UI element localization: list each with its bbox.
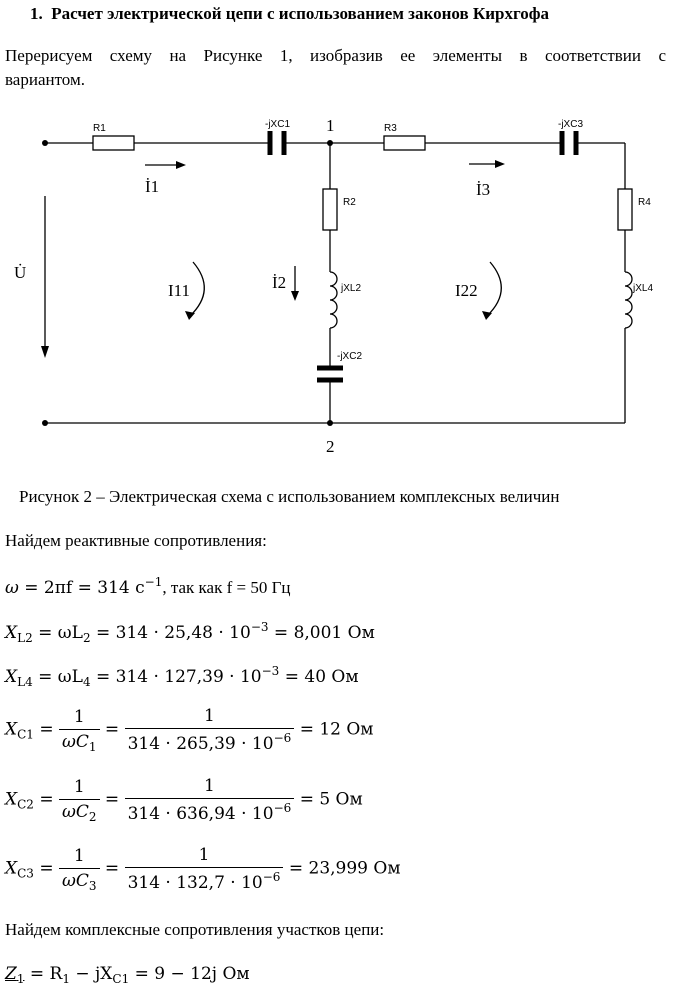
label-node-2: 2: [326, 437, 335, 456]
complex-heading: Найдем комплексные сопротивления участко…: [5, 920, 385, 939]
intro-line-2: вариантом.: [5, 70, 85, 89]
label-xc3: -jXC3: [558, 119, 583, 130]
label-i1: İ1: [145, 177, 159, 196]
circuit-diagram: R1 -jXC1 1 R3 -jXC3 R2 R4 jXL2 jXL4 -jXC…: [14, 116, 653, 456]
resistor-r3: [383, 135, 426, 151]
label-loop-i22: I22: [455, 281, 478, 300]
intro-line-1: Перерисуем схему на Рисунке 1, изобразив…: [5, 46, 666, 65]
loop-arrow-i11: [189, 261, 205, 317]
loop-arrow-i22: [486, 261, 502, 317]
resistor-r2: [322, 188, 338, 231]
section-number: 1.: [30, 4, 43, 23]
label-r3: R3: [384, 123, 397, 134]
node-2-dot: [327, 420, 333, 426]
label-xl2: jXL2: [340, 283, 361, 294]
z1-equation: Z1 = R1 − jXC1 = 9 − 12j Ом: [5, 964, 250, 986]
resistor-r4: [617, 188, 633, 231]
label-xl4: jXL4: [632, 283, 653, 294]
resistor-r1: [92, 135, 135, 151]
terminal-bottom: [42, 420, 48, 426]
label-xc1: -jXC1: [265, 119, 290, 130]
label-xc2: -jXC2: [337, 351, 362, 362]
xl2-equation: XL2 = ωL2 = 314 · 25,48 · 10−3 = 8,001 О…: [5, 620, 375, 645]
label-r2: R2: [343, 197, 356, 208]
label-node-1: 1: [326, 116, 335, 135]
xl4-equation: XL4 = ωL4 = 314 · 127,39 · 10−3 = 40 Ом: [5, 664, 359, 689]
section-heading: 1. Расчет электрической цепи с использов…: [30, 4, 549, 24]
label-i2: İ2: [272, 273, 286, 292]
section-title: Расчет электрической цепи с использовани…: [51, 4, 550, 23]
loop-arrowhead-i11: [185, 311, 195, 320]
loop-arrowhead-i22: [482, 311, 492, 320]
label-r1: R1: [93, 123, 106, 134]
inductor-xl4: [624, 271, 633, 329]
label-u: U̇: [14, 263, 26, 282]
omega-equation: ω = 2πf = 314 с−1, так как f = 50 Гц: [5, 575, 291, 598]
terminal-top: [42, 140, 48, 146]
figure-caption: Рисунок 2 – Электрическая схема с исполь…: [19, 487, 560, 506]
label-i3: İ3: [476, 180, 490, 199]
reactance-heading: Найдем реактивные сопротивления:: [5, 531, 267, 550]
inductor-xl2: [329, 271, 338, 329]
node-1-dot: [327, 140, 333, 146]
label-loop-i11: I11: [168, 281, 190, 300]
label-r4: R4: [638, 197, 651, 208]
